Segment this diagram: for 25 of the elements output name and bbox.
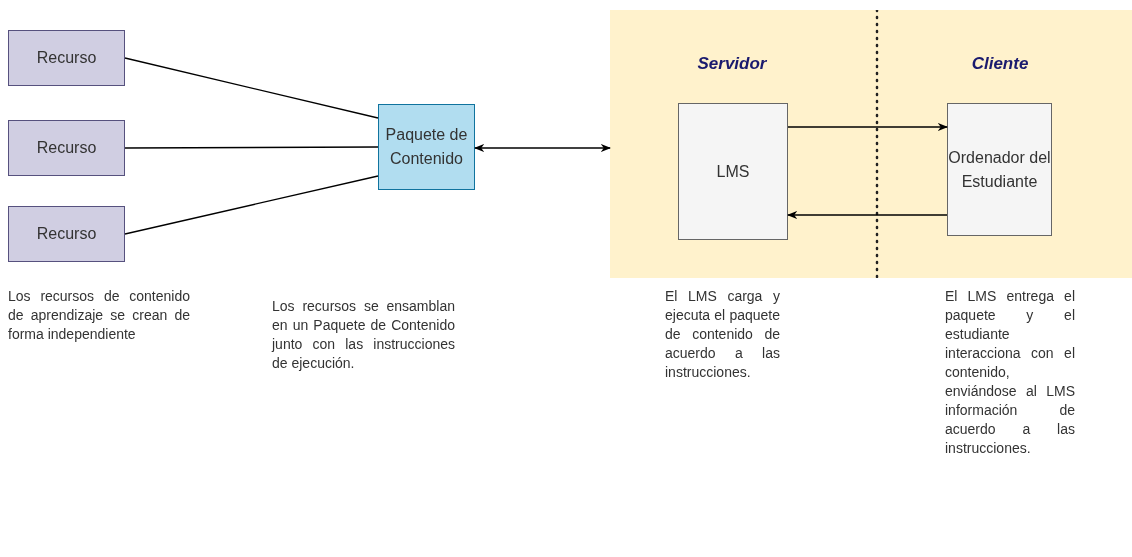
description-text: Los recursos se ensamblan en un Paquete de Contenido junto con las instrucciones de ejecución. [272, 297, 455, 373]
process-box [678, 103, 788, 240]
box-label: Paquete de Contenido [384, 125, 469, 169]
process-box [8, 206, 125, 262]
arrow [787, 122, 949, 132]
description-text: El LMS carga y ejecuta el paquete de contenido de acuerdo a las instrucciones. [665, 287, 780, 382]
box-label: Recurso [36, 138, 97, 158]
connector-line [124, 146, 379, 149]
process-box [947, 103, 1052, 236]
box-label: Ordenador del Estudiante [948, 147, 1051, 192]
connector-line [124, 175, 379, 235]
arrow [473, 143, 612, 153]
box-label: Recurso [36, 48, 97, 68]
zone-panel [610, 10, 1132, 278]
box-label: LMS [716, 161, 750, 182]
process-box [8, 120, 125, 176]
arrow [786, 210, 948, 220]
zone-heading: Servidor [696, 53, 768, 75]
description-text: Los recursos de contenido de aprendizaje se crean de forma independiente [8, 287, 190, 344]
process-box [8, 30, 125, 86]
zone-heading: Cliente [970, 53, 1030, 75]
box-label: Recurso [36, 224, 97, 244]
description-text: El LMS entrega el paquete y el estudiante interacciona con el contenido, enviándose al LMS información de acuerdo a las instrucciones. [945, 287, 1075, 458]
process-box [378, 104, 475, 190]
connector-line [124, 57, 379, 119]
